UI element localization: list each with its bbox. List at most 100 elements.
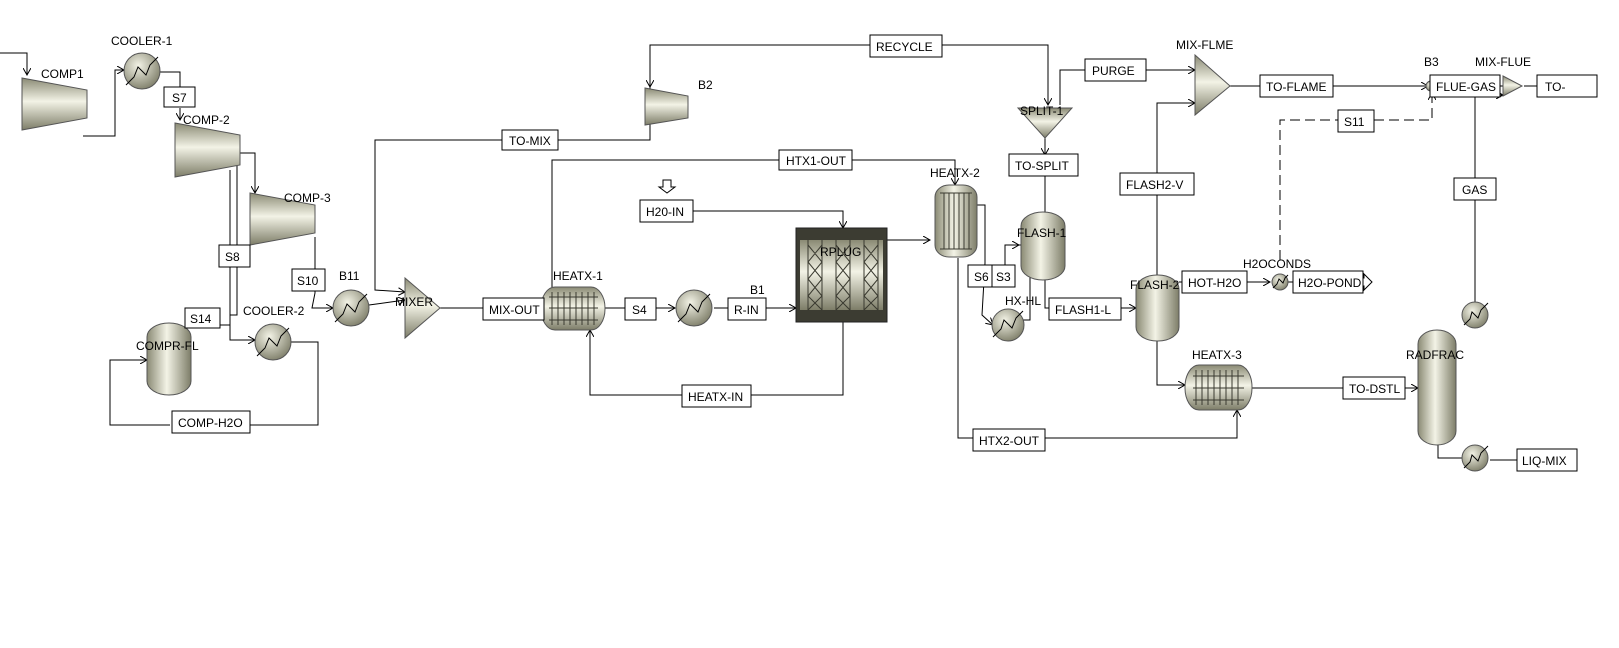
flash2-liquid-line[interactable] xyxy=(1156,340,1185,385)
mixflme-block[interactable] xyxy=(1194,53,1231,117)
s6-line[interactable] xyxy=(977,204,993,325)
stream-gas-label: GAS xyxy=(1462,183,1487,197)
stream-s10[interactable]: S10 xyxy=(291,268,326,292)
stream-flash1l[interactable]: FLASH1-L xyxy=(1048,297,1122,321)
stream-h20in[interactable]: H20-IN xyxy=(639,199,694,223)
stream-s8[interactable]: S8 xyxy=(218,244,251,268)
hx-block[interactable] xyxy=(991,308,1025,342)
stream-htx1out-label: HTX1-OUT xyxy=(786,154,847,168)
heatx1-label: HEATX-1 xyxy=(553,269,603,283)
split1-block[interactable] xyxy=(1016,107,1074,139)
stream-toflame[interactable]: TO-FLAME xyxy=(1259,74,1334,98)
stream-purge[interactable]: PURGE xyxy=(1084,58,1147,82)
recycle-right-line[interactable] xyxy=(942,44,1048,105)
stream-recycle-label: RECYCLE xyxy=(876,40,933,54)
htx1out-line[interactable] xyxy=(551,159,955,290)
radfrac-reboiler[interactable] xyxy=(1461,444,1489,472)
stream-flash2v[interactable]: FLASH2-V xyxy=(1119,172,1195,196)
heatxin-right-line[interactable] xyxy=(751,322,844,396)
b2-block[interactable] xyxy=(644,87,689,126)
htx2out-right-line[interactable] xyxy=(1045,410,1237,439)
b1-block[interactable] xyxy=(675,289,713,327)
b2-label: B2 xyxy=(698,78,713,92)
stream-s6[interactable]: S6 xyxy=(967,264,997,288)
stream-recycle[interactable]: RECYCLE xyxy=(869,34,943,58)
comp3-block[interactable] xyxy=(249,192,316,246)
flash1-block[interactable] xyxy=(1020,211,1066,281)
heatx3-label: HEATX-3 xyxy=(1192,348,1242,362)
cooler2-outlet-line[interactable] xyxy=(248,341,319,426)
mixflme-label: MIX-FLME xyxy=(1176,38,1233,52)
mixflue-block[interactable] xyxy=(1502,75,1524,97)
s8-line[interactable] xyxy=(229,170,255,340)
radfrac-label: RADFRAC xyxy=(1406,348,1464,362)
comp2-block[interactable] xyxy=(174,122,241,178)
comprfl-block[interactable] xyxy=(146,322,192,396)
stream-h2opond[interactable]: H2O-POND xyxy=(1292,270,1364,294)
stream-liqmix[interactable]: LIQ-MIX xyxy=(1516,448,1578,472)
heatxin-left-line[interactable] xyxy=(590,330,682,396)
stream-todstl[interactable]: TO-DSTL xyxy=(1342,376,1406,400)
heatx2-block[interactable] xyxy=(934,184,978,258)
h20in-feed-arrow-icon xyxy=(657,179,677,194)
heatx3-block[interactable] xyxy=(1184,364,1253,411)
stream-tofar[interactable]: TO- xyxy=(1536,74,1598,98)
stream-tosplit-label: TO-SPLIT xyxy=(1015,159,1069,173)
hx-outlet-line[interactable] xyxy=(1004,245,1019,265)
s11-left-line[interactable] xyxy=(1279,119,1338,260)
stream-rin[interactable]: R-IN xyxy=(727,297,767,321)
stream-tosplit[interactable]: TO-SPLIT xyxy=(1008,153,1079,177)
stream-comph2o[interactable]: COMP-H2O xyxy=(171,410,251,434)
feed-line[interactable] xyxy=(0,52,27,75)
stream-s6-label: S6 xyxy=(974,270,989,284)
split1-label: SPLIT-1 xyxy=(1020,104,1064,118)
heatx1-block[interactable] xyxy=(540,286,606,331)
b1-label: B1 xyxy=(750,283,765,297)
radfrac-bottom-line[interactable] xyxy=(1437,445,1462,459)
comph2o-loop-line[interactable] xyxy=(109,360,170,426)
tomix-line[interactable] xyxy=(374,139,502,292)
stream-htx1out[interactable]: HTX1-OUT xyxy=(778,149,853,171)
stream-s11-label: S11 xyxy=(1344,115,1365,129)
stream-heatxin[interactable]: HEATX-IN xyxy=(681,384,752,408)
stream-s14[interactable]: S14 xyxy=(184,307,221,329)
rplug-block[interactable] xyxy=(795,227,888,323)
gas-upper-line[interactable] xyxy=(1474,95,1503,178)
mixer-block[interactable] xyxy=(404,276,441,340)
stream-htx2out[interactable]: HTX2-OUT xyxy=(972,428,1046,452)
stream-liqmix-label: LIQ-MIX xyxy=(1522,454,1567,468)
flash2v-upper-line[interactable] xyxy=(1156,103,1195,173)
b11-label: B11 xyxy=(339,269,360,283)
tomix-upper-line[interactable] xyxy=(558,44,870,141)
cooler1-label: COOLER-1 xyxy=(111,34,173,48)
stream-mixout[interactable]: MIX-OUT xyxy=(482,297,545,321)
comp1-outlet-line[interactable] xyxy=(83,70,124,137)
flash2-block[interactable] xyxy=(1135,274,1180,342)
stream-tomix[interactable]: TO-MIX xyxy=(501,129,559,151)
rplug-label: RPLUG xyxy=(820,245,861,259)
stream-hoth2o[interactable]: HOT-H2O xyxy=(1181,270,1248,294)
stream-mixout-label: MIX-OUT xyxy=(489,303,540,317)
s10-line[interactable] xyxy=(311,237,333,308)
cooler1-block[interactable] xyxy=(123,52,161,90)
stream-fluegas[interactable]: FLUE-GAS xyxy=(1429,74,1501,98)
mixer-label: MIXER xyxy=(395,295,433,309)
b11-outlet-line[interactable] xyxy=(368,300,405,306)
htx2out-left-line[interactable] xyxy=(957,258,973,439)
stream-s7[interactable]: S7 xyxy=(163,86,196,108)
s11-right-line[interactable] xyxy=(1374,93,1432,121)
h2ocond-label: H2OCONDS xyxy=(1243,257,1311,271)
stream-gas[interactable]: GAS xyxy=(1453,177,1497,201)
purge-left-line[interactable] xyxy=(1059,69,1085,105)
b11-block[interactable] xyxy=(332,289,370,327)
h2ocond-block[interactable] xyxy=(1271,273,1289,291)
stream-s11[interactable]: S11 xyxy=(1337,109,1375,133)
stream-s3[interactable]: S3 xyxy=(991,264,1016,288)
stream-s4[interactable]: S4 xyxy=(624,297,657,321)
cooler2-block[interactable] xyxy=(254,323,292,361)
radfrac-block[interactable] xyxy=(1417,329,1457,446)
comp1-block[interactable] xyxy=(21,77,88,131)
h20in-line[interactable] xyxy=(693,210,843,228)
radfrac-condenser[interactable] xyxy=(1461,301,1489,329)
